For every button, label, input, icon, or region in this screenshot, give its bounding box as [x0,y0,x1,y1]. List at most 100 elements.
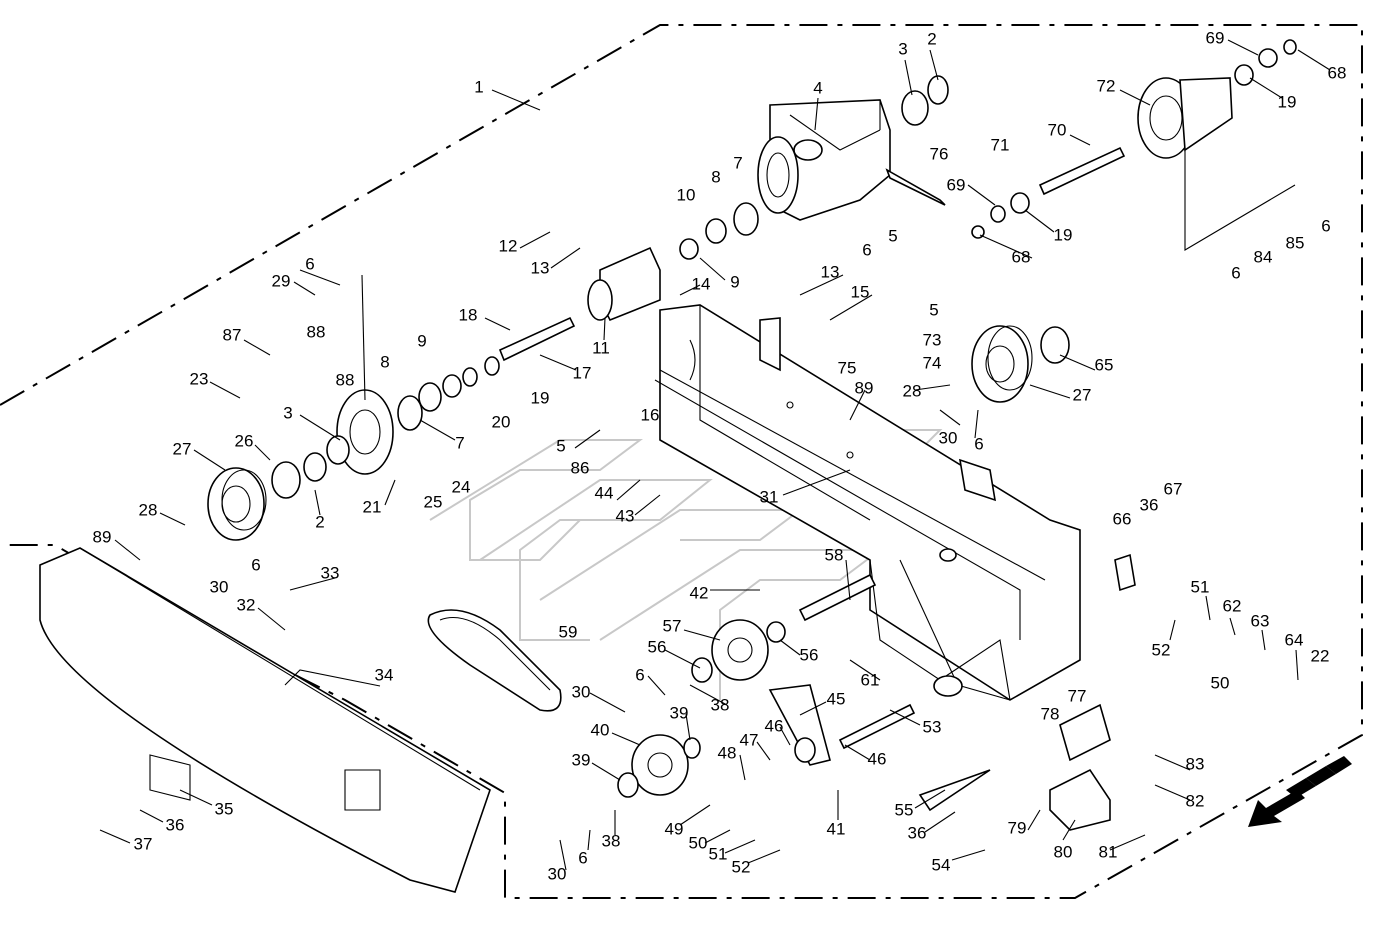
part-callout-36: 36 [1140,495,1159,514]
part-callout-57: 57 [663,616,682,635]
part-callout-89: 89 [855,378,874,397]
drive-belt [427,609,562,712]
part-callout-34: 34 [375,665,394,684]
part-callout-8: 8 [380,352,389,371]
right-hub-assembly [901,39,1297,239]
part-callout-12: 12 [499,236,518,255]
part-callout-20: 20 [492,412,511,431]
part-callout-72: 72 [1097,76,1116,95]
part-callout-68: 68 [1328,63,1347,82]
part-callout-4: 4 [813,78,822,97]
part-callout-37: 37 [134,834,153,853]
part-callout-64: 64 [1285,630,1304,649]
part-callout-16: 16 [641,405,660,424]
part-callout-48: 48 [718,743,737,762]
part-callout-1: 1 [474,77,483,96]
part-callout-19: 19 [1054,225,1073,244]
part-callout-67: 67 [1164,479,1183,498]
part-callout-73: 73 [923,330,942,349]
part-callout-89: 89 [93,527,112,546]
part-callout-6: 6 [1321,216,1330,235]
leader-lines [99,39,1331,871]
part-callout-55: 55 [895,800,914,819]
part-callout-6: 6 [578,848,587,867]
part-callout-51: 51 [1191,577,1210,596]
part-callout-63: 63 [1251,611,1270,630]
part-callout-13: 13 [531,258,550,277]
part-callout-51: 51 [709,844,728,863]
part-callout-85: 85 [1286,233,1305,252]
part-callout-80: 80 [1054,842,1073,861]
part-callout-33: 33 [321,563,340,582]
part-callout-42: 42 [690,583,709,602]
part-callout-3: 3 [898,39,907,58]
part-callout-5: 5 [929,300,938,319]
part-callout-76: 76 [930,144,949,163]
part-callout-17: 17 [573,363,592,382]
part-callout-19: 19 [1278,92,1297,111]
part-callout-81: 81 [1099,842,1118,861]
part-callout-65: 65 [1095,355,1114,374]
part-callout-6: 6 [251,555,260,574]
part-callout-79: 79 [1008,818,1027,837]
part-callout-61: 61 [861,670,880,689]
part-callout-31: 31 [760,487,779,506]
part-callout-6: 6 [862,240,871,259]
part-callout-36: 36 [166,815,185,834]
part-callout-6: 6 [974,434,983,453]
part-callout-3: 3 [283,403,292,422]
part-callout-50: 50 [1211,673,1230,692]
part-callout-13: 13 [821,262,840,281]
part-callout-62: 62 [1223,596,1242,615]
part-callout-69: 69 [1206,28,1225,47]
part-callout-30: 30 [210,577,229,596]
part-callout-39: 39 [572,750,591,769]
part-callout-10: 10 [677,185,696,204]
part-callout-88: 88 [336,370,355,389]
part-callout-32: 32 [237,595,256,614]
part-callout-70: 70 [1048,120,1067,139]
part-callout-52: 52 [1152,640,1171,659]
part-callout-35: 35 [215,799,234,818]
part-callout-39: 39 [670,703,689,722]
part-callout-87: 87 [223,325,242,344]
part-callout-30: 30 [939,428,958,447]
part-callout-38: 38 [711,695,730,714]
part-callout-71: 71 [991,135,1010,154]
part-callout-59: 59 [559,622,578,641]
part-callout-54: 54 [932,855,951,874]
part-callout-27: 27 [173,439,192,458]
part-callout-15: 15 [851,282,870,301]
part-callout-36: 36 [908,823,927,842]
part-callout-69: 69 [947,175,966,194]
part-callout-9: 9 [417,331,426,350]
part-callout-46: 46 [765,716,784,735]
part-callout-7: 7 [733,153,742,172]
part-callout-6: 6 [635,665,644,684]
part-callout-11: 11 [592,338,610,357]
part-callout-82: 82 [1186,791,1205,810]
part-callout-45: 45 [827,689,846,708]
part-callout-2: 2 [315,512,324,531]
part-callout-30: 30 [572,682,591,701]
part-callout-6: 6 [305,254,314,273]
part-callout-58: 58 [825,545,844,564]
part-callout-27: 27 [1073,385,1092,404]
belt-guard [39,547,491,893]
part-callout-74: 74 [923,353,942,372]
part-callout-50: 50 [689,833,708,852]
part-callout-22: 22 [1311,646,1330,665]
part-callout-84: 84 [1254,247,1273,266]
gearbox-housing [757,99,946,221]
part-callout-8: 8 [711,167,720,186]
part-callout-2: 2 [927,29,936,48]
part-callout-53: 53 [923,717,942,736]
part-callout-56: 56 [648,637,667,656]
part-callout-21: 21 [363,497,382,516]
part-callout-28: 28 [139,500,158,519]
part-callout-28: 28 [903,381,922,400]
part-callout-18: 18 [459,305,478,324]
part-callout-75: 75 [838,358,857,377]
